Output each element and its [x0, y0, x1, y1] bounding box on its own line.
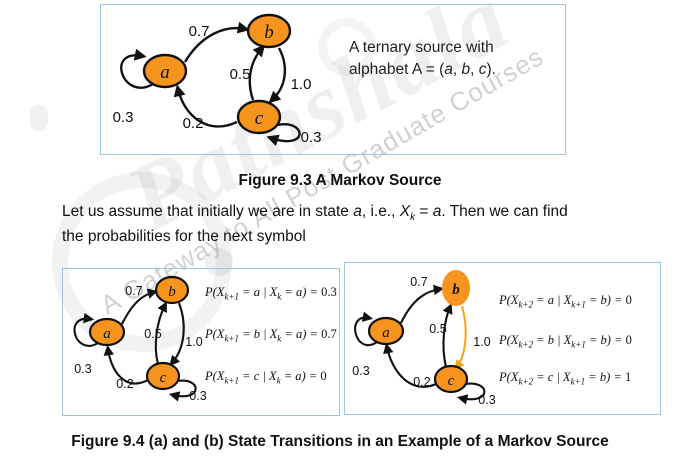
- figure-9-3-note: A ternary source with alphabet A = (a, b…: [349, 37, 496, 81]
- state-node-a: [367, 316, 405, 346]
- edge-a-self-loop: [354, 311, 378, 346]
- state-label-b: b: [168, 284, 176, 300]
- note-line-2: alphabet A = (a, b, c).: [349, 61, 496, 78]
- state-label-b: b: [264, 22, 274, 43]
- state-label-a: a: [103, 326, 111, 342]
- edge-c-to-b: [248, 44, 266, 101]
- note-line-1: A ternary source with: [349, 39, 494, 56]
- figure-9-4a-box: a b c 0.7 0.3 0.5 1.0 0.2 0.3 P(Xk+1 = a…: [62, 268, 340, 416]
- state-label-c: c: [448, 373, 455, 389]
- edge-label-b-c: 1.0: [473, 335, 490, 349]
- state-node-c: [433, 364, 469, 394]
- edge-label-c-b: 0.5: [230, 66, 251, 83]
- equation-b2: P(Xk+2 = b | Xk+1 = b) = 0: [499, 333, 632, 350]
- state-node-c: [145, 361, 181, 391]
- edge-label-b-c: 1.0: [185, 335, 202, 349]
- equation-b3: P(Xk+2 = c | Xk+1 = b) = 1: [499, 370, 632, 387]
- state-label-b: b: [452, 282, 460, 298]
- edge-label-c-self: 0.3: [478, 393, 495, 407]
- edge-c-self-loop: [266, 123, 301, 147]
- watermark-logo-figure: [30, 105, 48, 131]
- edge-label-c-b: 0.5: [144, 327, 161, 341]
- edge-label-c-b: 0.5: [429, 322, 446, 336]
- equations-column-a: P(Xk+1 = a | Xk = a) = 0.3 P(Xk+1 = b | …: [205, 269, 337, 415]
- state-node-b: [246, 13, 292, 49]
- edge-label-c-self: 0.3: [301, 129, 322, 146]
- edge-label-a-b: 0.7: [125, 284, 142, 298]
- edge-label-c-a: 0.2: [413, 375, 430, 389]
- figure-9-3-box: a b c 0.7 0.3 0.5 1.0 0.2 0.3 A ternary …: [100, 4, 566, 155]
- state-node-a: [88, 317, 126, 347]
- edge-c-to-a: [173, 84, 238, 128]
- edge-c-to-a: [103, 344, 149, 385]
- edge-b-to-c-highlighted: [454, 305, 467, 371]
- edge-label-a-b: 0.7: [410, 275, 427, 289]
- equation-a3: P(Xk+1 = c | Xk = a) = 0: [205, 369, 327, 386]
- edge-c-self-loop: [168, 379, 197, 402]
- edge-label-a-self: 0.3: [352, 364, 369, 378]
- edge-a-self-loop: [73, 312, 99, 347]
- figure-9-4-caption: Figure 9.4 (a) and (b) State Transitions…: [71, 433, 609, 450]
- edge-c-to-a: [383, 342, 437, 388]
- equation-b1: P(Xk+2 = a | Xk+1 = b) = 0: [499, 293, 632, 310]
- edge-c-to-b: [442, 303, 453, 368]
- markov-diagram-9-4a: a b c 0.7 0.3 0.5 1.0 0.2 0.3: [73, 275, 207, 403]
- state-node-b-highlighted: [442, 270, 470, 306]
- equation-a1: P(Xk+1 = a | Xk = a) = 0.3: [205, 285, 337, 302]
- paragraph-line-1: Let us assume that initially we are in s…: [62, 203, 568, 224]
- paragraph-line-2: the probabilities for the next symbol: [62, 228, 306, 245]
- state-node-c: [236, 99, 282, 135]
- figure-9-4b-box: a b c 0.7 0.3 0.5 1.0 0.2 0.3 P(Xk+2 = a…: [344, 262, 661, 415]
- edge-c-self-loop: [456, 382, 486, 405]
- equations-column-b: P(Xk+2 = a | Xk+1 = b) = 0 P(Xk+2 = b | …: [499, 263, 657, 414]
- edge-label-c-a: 0.2: [183, 115, 204, 132]
- edge-a-to-b: [183, 21, 250, 63]
- edge-a-self-loop: [120, 48, 154, 89]
- state-label-a: a: [382, 325, 390, 341]
- markov-diagram-9-3: a b c 0.7 0.3 0.5 1.0 0.2 0.3: [113, 13, 322, 147]
- edge-label-b-c: 1.0: [291, 76, 312, 93]
- edge-c-to-b: [154, 301, 167, 365]
- edge-b-to-c: [169, 302, 185, 367]
- equation-a2: P(Xk+1 = b | Xk = a) = 0.7: [205, 327, 337, 344]
- edge-b-to-c: [268, 47, 287, 104]
- edge-label-a-b: 0.7: [189, 23, 210, 40]
- edge-label-a-self: 0.3: [74, 362, 91, 376]
- edge-a-to-b: [400, 284, 445, 324]
- state-label-c: c: [160, 370, 167, 386]
- state-label-a: a: [160, 62, 170, 83]
- markov-diagram-9-4b: a b c 0.7 0.3 0.5 1.0 0.2 0.3: [352, 270, 496, 407]
- state-node-b: [154, 275, 190, 305]
- edge-a-to-b: [121, 288, 159, 325]
- edge-label-a-self: 0.3: [113, 109, 134, 126]
- edge-label-c-self: 0.3: [189, 389, 206, 403]
- state-node-a: [142, 53, 188, 89]
- state-label-c: c: [255, 108, 264, 129]
- figure-9-3-caption: Figure 9.3 A Markov Source: [238, 172, 442, 189]
- edge-label-c-a: 0.2: [116, 377, 133, 391]
